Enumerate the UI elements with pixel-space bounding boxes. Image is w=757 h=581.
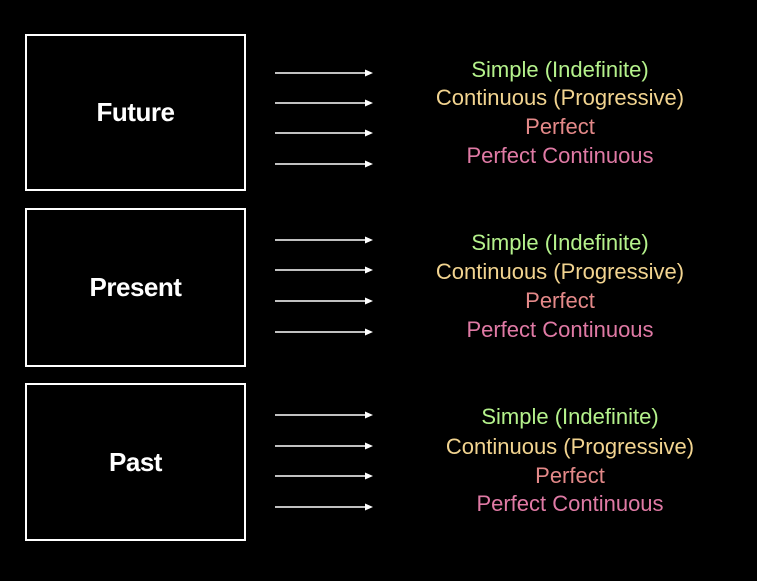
arrow-icon: [275, 503, 373, 511]
aspect-perfect-past: Perfect: [535, 463, 605, 488]
arrow-icon: [275, 328, 373, 336]
tense-label-future: Future: [96, 97, 175, 127]
tense-label-present: Present: [89, 272, 182, 302]
arrow-icon: [275, 411, 373, 419]
arrow-icon: [275, 266, 373, 274]
arrow-icon: [275, 236, 373, 244]
aspect-simple-past: Simple (Indefinite): [481, 404, 659, 429]
aspect-simple-present: Simple (Indefinite): [471, 230, 649, 255]
arrow-icon: [275, 472, 373, 480]
arrow-icon: [275, 69, 373, 77]
aspect-perfect-present: Perfect: [525, 288, 595, 313]
tense-box-present: Present: [25, 208, 246, 367]
aspect-continuous-present: Continuous (Progressive): [435, 259, 685, 284]
arrow-icon: [275, 442, 373, 450]
arrow-icon: [275, 297, 373, 305]
aspect-perfect-future: Perfect: [525, 114, 595, 139]
aspect-perfect-continuous-past: Perfect Continuous: [476, 491, 664, 516]
aspect-simple-future: Simple (Indefinite): [471, 57, 649, 82]
arrow-icon: [275, 99, 373, 107]
aspect-perfect-continuous-future: Perfect Continuous: [466, 143, 654, 168]
tense-box-past: Past: [25, 383, 246, 541]
tense-box-future: Future: [25, 34, 246, 191]
tense-label-past: Past: [109, 446, 162, 477]
arrow-icon: [275, 160, 373, 168]
aspect-continuous-future: Continuous (Progressive): [435, 85, 685, 110]
aspect-perfect-continuous-present: Perfect Continuous: [466, 317, 654, 342]
aspect-continuous-past: Continuous (Progressive): [445, 434, 695, 459]
arrow-icon: [275, 129, 373, 137]
